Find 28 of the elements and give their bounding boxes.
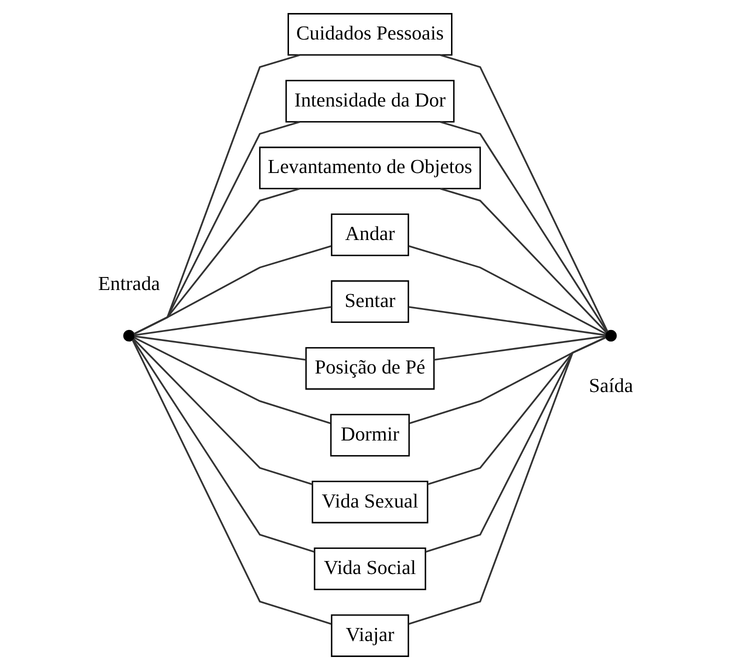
connector (132, 338, 312, 486)
connector (133, 336, 330, 424)
node-label: Entrada (98, 272, 160, 295)
connector (132, 339, 314, 553)
node-box: Posição de Pé (304, 347, 434, 390)
node-box: Levantamento de Objetos (258, 146, 480, 190)
connector (408, 245, 606, 334)
node-box: Sentar (330, 280, 409, 323)
node-box: Cuidados Pessoais (287, 13, 452, 56)
connector (408, 336, 606, 625)
connector (131, 340, 331, 625)
connector (134, 335, 306, 361)
connector (440, 121, 608, 332)
connector (408, 306, 606, 336)
connector (433, 335, 606, 361)
connector (133, 245, 331, 335)
node-label: Saída (588, 375, 633, 398)
node-box: Andar (330, 213, 409, 256)
connector (440, 54, 608, 332)
node-box: Vida Sexual (311, 480, 428, 524)
node-box: Vida Social (313, 548, 426, 590)
node-box: Dormir (330, 414, 410, 457)
node-circle (604, 330, 616, 342)
node-circle (122, 330, 134, 342)
node-box: Intensidade da Dor (284, 80, 454, 122)
connector (440, 188, 606, 333)
node-box: Viajar (330, 614, 409, 657)
connector (134, 306, 332, 336)
